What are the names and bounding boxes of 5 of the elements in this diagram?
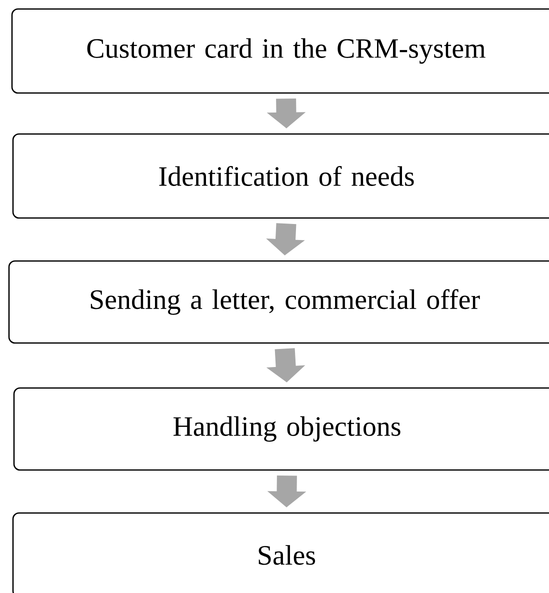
process-box: Handling objections [13,387,549,471]
process-box: Identification of needs [12,133,549,219]
process-box: Customer card in the CRM-system [11,8,549,94]
process-box: Sales [12,512,549,593]
process-box: Sending a letter, commercial offer [8,260,549,344]
